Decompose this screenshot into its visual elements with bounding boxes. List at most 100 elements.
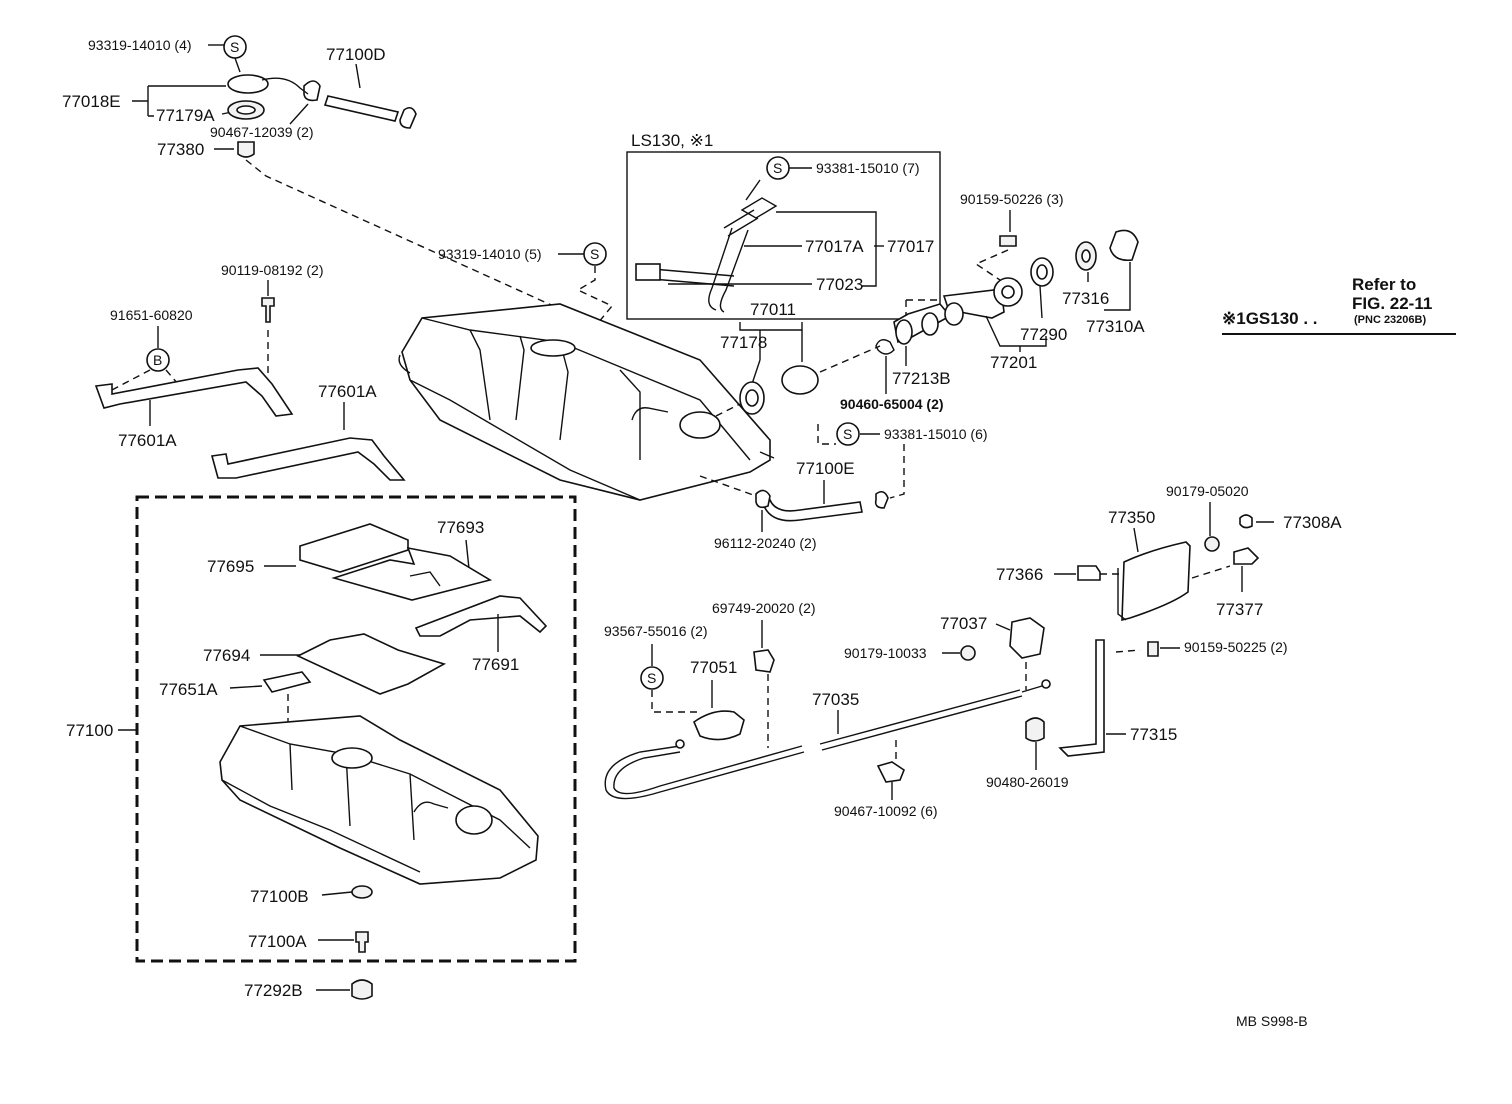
screw-90159-50225: [1147, 641, 1159, 657]
label-77178: 77178: [720, 333, 767, 352]
cap-77310A: [1109, 229, 1139, 262]
label-77213B: 77213B: [892, 369, 951, 388]
pad-77651A: [262, 671, 312, 693]
label-69749-20020-2: 69749-20020 (2): [712, 600, 816, 616]
clip-96112: [874, 490, 889, 509]
label-90159-50226-3: 90159-50226 (3): [960, 191, 1064, 207]
label-93567-55016-2: 93567-55016 (2): [604, 623, 708, 639]
label-77308A: 77308A: [1283, 513, 1342, 532]
label-77310A: 77310A: [1086, 317, 1145, 336]
label-77100A: 77100A: [248, 932, 307, 951]
label-77018E: 77018E: [62, 92, 121, 111]
kit-dashed-border: [135, 495, 577, 963]
label-93381-15010-7: 93381-15010 (7): [816, 160, 920, 176]
tank-band-group: 90119-08192 (2) 91651-60820 B 77601A 776…: [94, 262, 406, 481]
label-90460-65004-2: 90460-65004 (2): [840, 396, 944, 412]
label-77366: 77366: [996, 565, 1043, 584]
clamp-shape: [303, 80, 321, 102]
note-gs130: ※1GS130 . .: [1222, 309, 1318, 328]
sender-gauge-group: 93319-14010 (4) S 77100D 77018E 77179A 9…: [62, 35, 581, 319]
symbol-b: B: [153, 352, 162, 368]
label-90480-26019: 90480-26019: [986, 774, 1069, 790]
label-96112-20240-2: 96112-20240 (2): [714, 535, 816, 551]
nut-90179-10033: [960, 645, 976, 661]
screw-90159-50226: [999, 235, 1017, 247]
label-90179-05020: 90179-05020: [1166, 483, 1249, 499]
fuel-lid-77350: [1121, 541, 1191, 622]
note-refer-line2: FIG. 22-11: [1352, 294, 1432, 313]
label-93319-14010-4: 93319-14010 (4): [88, 37, 192, 53]
grommet-77100B: [351, 885, 373, 899]
label-77051: 77051: [690, 658, 737, 677]
label-90159-50225-2: 90159-50225 (2): [1184, 639, 1288, 655]
label-77037: 77037: [940, 614, 987, 633]
fuel-tank-upper: [398, 303, 775, 501]
grommet-77380: [237, 141, 255, 158]
label-77695: 77695: [207, 557, 254, 576]
note-refer-line1: Refer to: [1352, 275, 1416, 294]
label-77691: 77691: [472, 655, 519, 674]
label-77377: 77377: [1216, 600, 1263, 619]
label-77292B: 77292B: [244, 981, 303, 1000]
tank-77100-kit: [219, 715, 539, 885]
sender-plate: [227, 74, 269, 94]
label-77100B: 77100B: [250, 887, 309, 906]
label-77023: 77023: [816, 275, 863, 294]
label-77100: 77100: [66, 721, 113, 740]
hose-77315: [1058, 639, 1105, 757]
protector-77693: [331, 546, 493, 601]
collar-77011: [781, 365, 819, 395]
bolt-90119: [261, 297, 275, 323]
lever-77051: [693, 710, 745, 741]
label-77601A-left: 77601A: [118, 431, 177, 450]
grommet-77292B: [351, 979, 373, 1000]
label-77035: 77035: [812, 690, 859, 709]
label-90119-08192-2: 90119-08192 (2): [221, 262, 323, 278]
label-93381-15010-6: 93381-15010 (6): [884, 426, 988, 442]
nut-90179-05020: [1204, 536, 1220, 552]
label-77694: 77694: [203, 646, 250, 665]
hinge-77366: [1077, 565, 1101, 581]
bumper-77308A: [1239, 514, 1253, 529]
hose-77100E: [763, 498, 863, 522]
label-90467-10092-6: 90467-10092 (6): [834, 803, 938, 819]
refer-note: Refer to FIG. 22-11 ※1GS130 . . (PNC 232…: [1222, 275, 1456, 335]
grommet-90480: [1025, 717, 1045, 742]
label-77290: 77290: [1020, 325, 1067, 344]
band-77601A-left: [94, 367, 294, 417]
symbol-s: S: [590, 246, 599, 262]
label-77017A: 77017A: [805, 237, 864, 256]
note-pnc: (PNC 23206B): [1354, 314, 1426, 326]
label-90467-12039-2: 90467-12039 (2): [210, 124, 314, 140]
opener-cable-group: 69749-20020 (2) 93567-55016 (2) S 77051 …: [604, 600, 1288, 819]
label-77651A: 77651A: [159, 680, 218, 699]
label-77201: 77201: [990, 353, 1037, 372]
label-77315: 77315: [1130, 725, 1177, 744]
label-77100D: 77100D: [326, 45, 386, 64]
hose-77100D: [323, 95, 400, 122]
pipe-bracket: [740, 197, 778, 219]
protector-77694: [296, 633, 447, 695]
label-77601A-right: 77601A: [318, 382, 377, 401]
label-77017: 77017: [887, 237, 934, 256]
label-77100E: 77100E: [796, 459, 855, 478]
pipe-connector: [635, 263, 661, 281]
clamp-69749: [753, 649, 775, 673]
tank-kit-box: 77693 77695 77691 77694 77651A 77100 771…: [66, 495, 577, 963]
ls130-variant-box: LS130, ※1 S 93381-15010 (7) 77017A 77017…: [626, 131, 941, 320]
symbol-s: S: [843, 426, 852, 442]
label-77316: 77316: [1062, 289, 1109, 308]
clamp-90467-10092: [876, 761, 905, 783]
bolt-77100A: [355, 931, 369, 953]
filler-pipe-group: 77011 77178 77213B 90460-65004 (2) 77201…: [715, 191, 1145, 417]
label-77380: 77380: [157, 140, 204, 159]
label-93319-14010-5: 93319-14010 (5): [438, 246, 542, 262]
breather-hose-group: S 93381-15010 (6) 77100E 96112-20240 (2): [699, 422, 988, 551]
label-77693: 77693: [437, 518, 484, 537]
label-91651-60820: 91651-60820: [110, 307, 193, 323]
lock-77377: [1233, 547, 1260, 565]
label-77179A: 77179A: [156, 106, 215, 125]
symbol-s: S: [647, 670, 656, 686]
label-90179-10033: 90179-10033: [844, 645, 927, 661]
